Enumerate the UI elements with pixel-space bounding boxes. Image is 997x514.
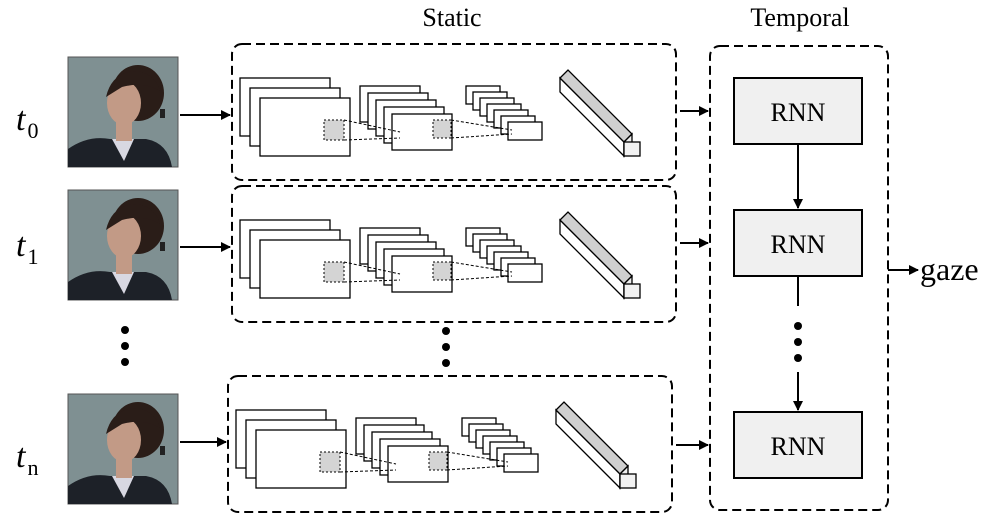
rnn-block-n: RNN — [733, 411, 863, 479]
time-step-row-2: tn — [16, 375, 709, 513]
fc-layer-prism — [559, 69, 641, 158]
gaze-output-label: gaze — [920, 251, 979, 287]
static-cnn-block — [231, 185, 677, 323]
time-step-label: tn — [16, 438, 38, 480]
face-portrait-icon — [67, 56, 179, 168]
rnn-block-1: RNN — [733, 209, 863, 277]
temporal-header: Temporal — [750, 3, 849, 32]
vertical-ellipsis-icon — [121, 326, 129, 366]
time-step-label: t1 — [16, 227, 38, 269]
rnn-block-0: RNN — [733, 77, 863, 145]
vertical-ellipsis-icon — [442, 327, 450, 367]
rnn-label: RNN — [771, 98, 826, 127]
time-step-label: t0 — [16, 101, 38, 143]
time-step-row-0: t0 — [16, 43, 709, 181]
fc-layer-prism — [555, 401, 637, 490]
static-cnn-block — [231, 43, 677, 181]
time-step-rows: t0 t1 tn — [16, 43, 709, 513]
static-header: Static — [422, 3, 481, 32]
face-portrait-icon — [67, 189, 179, 301]
rnn-label: RNN — [771, 432, 826, 461]
temporal-container — [709, 45, 889, 511]
fc-layer-prism — [559, 211, 641, 300]
static-cnn-block — [227, 375, 673, 513]
face-portrait-icon — [67, 393, 179, 505]
rnn-label: RNN — [771, 230, 826, 259]
time-step-row-1: t1 — [16, 185, 709, 323]
vertical-ellipsis-icon — [794, 322, 802, 362]
